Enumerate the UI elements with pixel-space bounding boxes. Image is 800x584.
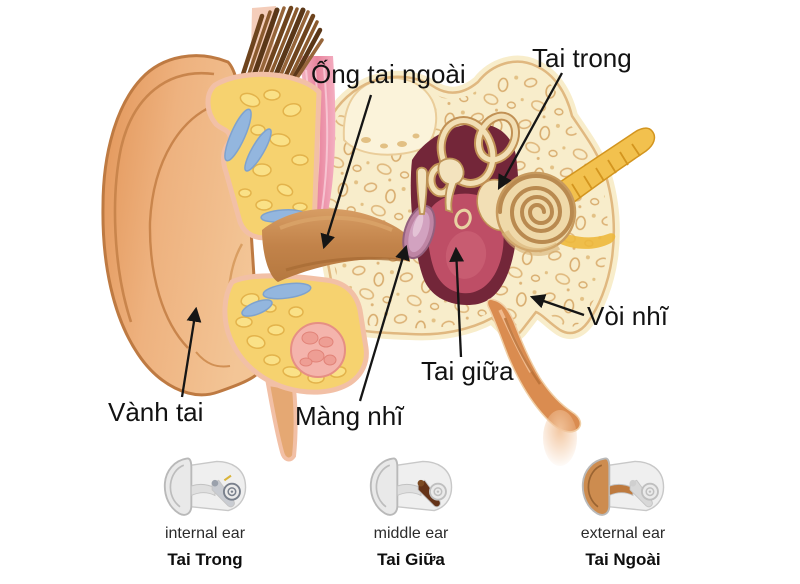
- label-inner-ear: Tai trong: [532, 43, 632, 73]
- malleus: [416, 166, 428, 215]
- cartilage-blue-lower: [241, 282, 312, 317]
- legend-vi-internal: Tai Trong: [167, 550, 243, 569]
- legend-vi-middle: Tai Giữa: [377, 550, 445, 569]
- legend-item-middle-ear: middle ear Tai Giữa: [326, 452, 496, 570]
- ossicles: [416, 157, 472, 230]
- upper-fat-tissue: [205, 71, 322, 241]
- arrow-ear-canal: [320, 94, 373, 250]
- label-eustachian-tube: Vòi nhĩ: [587, 301, 668, 331]
- external-ear-icon: [581, 457, 664, 516]
- label-ear-canal: Ống tai ngoài: [311, 59, 466, 89]
- legend-en-internal: internal ear: [164, 525, 246, 542]
- legend-item-external-ear: external ear Tai Ngoài: [538, 452, 708, 570]
- cochlea: [495, 171, 577, 256]
- eardrum: [402, 204, 436, 260]
- arrow-middle-ear: [449, 246, 465, 358]
- eustachian-tube: [486, 298, 582, 466]
- label-middle-ear: Tai giữa: [421, 356, 514, 386]
- legend-en-external: external ear: [580, 525, 666, 542]
- ear-canal: [262, 208, 410, 282]
- lower-fat-tissue: [222, 273, 369, 462]
- arrow-pinna: [180, 306, 202, 398]
- incus: [437, 157, 465, 214]
- annotation-arrows: [180, 72, 585, 402]
- stapes: [454, 208, 472, 230]
- arrow-inner-ear: [497, 72, 564, 190]
- label-pinna: Vành tai: [108, 397, 204, 427]
- arrow-eustachian: [529, 294, 585, 317]
- gland-pink: [290, 322, 346, 378]
- label-eardrum: Màng nhĩ: [295, 401, 404, 431]
- bone-specks: [361, 133, 420, 149]
- cartilage-blue: [224, 108, 306, 223]
- arrow-eardrum: [358, 244, 410, 402]
- legend-item-internal-ear: internal ear Tai Trong: [120, 452, 290, 570]
- middle-ear-icon: [369, 457, 452, 516]
- internal-ear-icon: [163, 457, 246, 516]
- legend-en-middle: middle ear: [373, 525, 449, 542]
- legend-vi-external: Tai Ngoài: [585, 550, 661, 569]
